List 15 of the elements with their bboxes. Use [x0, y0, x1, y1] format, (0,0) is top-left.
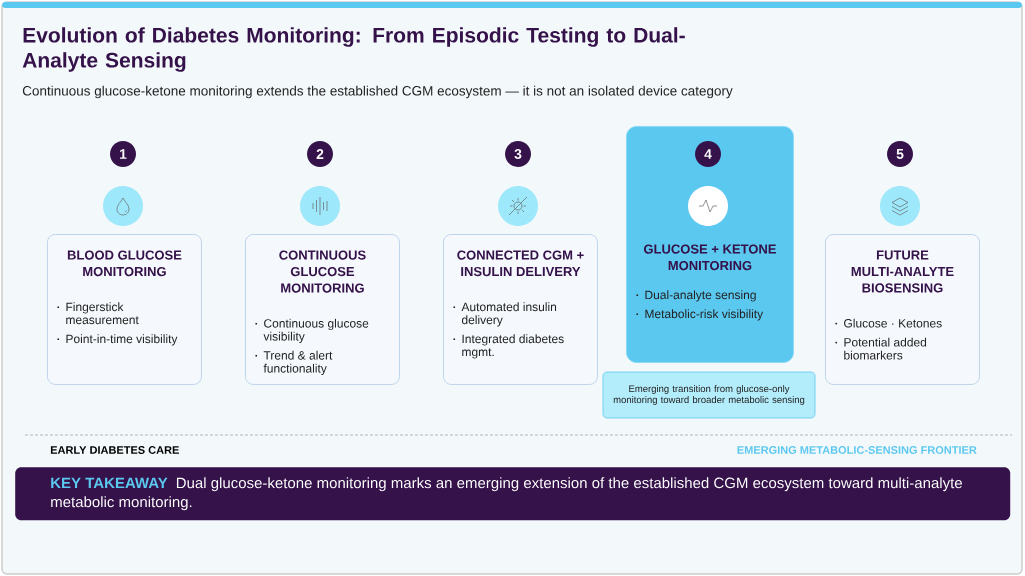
number-badge: 1 — [110, 141, 136, 167]
subtitle: Continuous glucose-ketone monitoring extends the established CGM ecosystem — it is not an isolated device category — [22, 85, 733, 99]
stage-card: CONNECTED CGM + INSULIN DELIVERY Automated insulin delivery Integrated diabetes mgmt. — [443, 234, 598, 385]
number-badge: 5 — [887, 141, 913, 167]
section-label: EARLY DIABETES CARE — [50, 446, 179, 454]
stage-card: FUTURE MULTI-ANALYTE BIOSENSING Glucose · Ketones Potential added biomarkers — [825, 234, 980, 385]
stage-card: BLOOD GLUCOSE MONITORING Fingerstick measurement Point-in-time visibility — [47, 234, 202, 385]
number-badge: 4 — [695, 141, 721, 167]
title: Evolution of Diabetes Monitoring: From Episodic Testing to Dual-Analyte Sensing — [22, 27, 685, 72]
note-box: Emerging transition from glucose-only monitoring toward broader metabolic sensing — [602, 371, 816, 419]
section-label: EMERGING METABOLIC-SENSING FRONTIER — [737, 446, 977, 454]
number-badge: 3 — [505, 141, 531, 167]
takeaway-banner: KEY TAKEAWAY Dual glucose-ketone monitoring marks an emerging extension of the established CGM ecosystem toward multi-analyte metabolic monitoring. — [15, 467, 1011, 521]
number-badge: 2 — [307, 141, 333, 167]
stage-card: CONTINUOUS GLUCOSE MONITORING Continuous glucose visibility Trend & alert functionality — [245, 234, 400, 385]
